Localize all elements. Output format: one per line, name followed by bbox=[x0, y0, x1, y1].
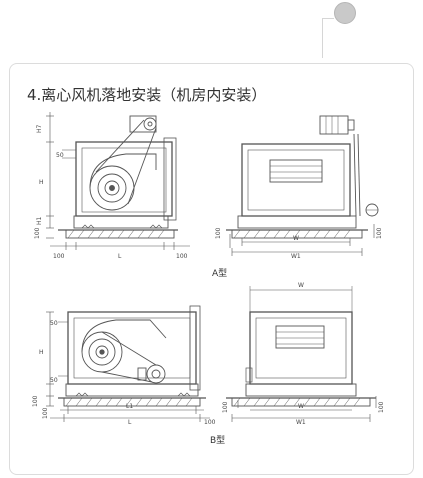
type-b-side-view bbox=[46, 305, 210, 422]
dim-label: H7 bbox=[36, 124, 43, 133]
decorative-line bbox=[322, 18, 334, 19]
dim-label: 100 bbox=[204, 419, 216, 426]
dim-label: 100 bbox=[32, 395, 39, 407]
type-b-label: B型 bbox=[210, 435, 225, 446]
decorative-circle bbox=[334, 2, 356, 24]
dim-label: W bbox=[298, 282, 304, 289]
type-b-front-view bbox=[226, 286, 377, 422]
dim-label: H1 bbox=[36, 216, 43, 225]
dim-label: W bbox=[293, 235, 299, 242]
type-a-label: A型 bbox=[212, 268, 227, 279]
dim-label: 100 bbox=[53, 253, 65, 260]
dim-label: 100 bbox=[42, 407, 49, 419]
decorative-line bbox=[322, 18, 323, 58]
fan-installation-drawing: H7 50 H H1 100 100 L 100 bbox=[32, 112, 385, 446]
dim-label: 100 bbox=[376, 227, 383, 239]
dim-label: L bbox=[128, 419, 132, 426]
dim-label: W1 bbox=[296, 419, 306, 426]
dim-label: 50 bbox=[50, 320, 58, 327]
section-heading: 4.离心风机落地安装（机房内安装） bbox=[27, 86, 267, 104]
dim-label: 100 bbox=[215, 227, 222, 239]
dim-label: 50 bbox=[50, 377, 58, 384]
dim-label: 100 bbox=[34, 227, 41, 239]
dim-label: W bbox=[298, 403, 304, 410]
dim-label: 100 bbox=[378, 401, 385, 413]
dim-label: H bbox=[39, 349, 44, 356]
dim-label: W1 bbox=[291, 253, 301, 260]
dim-label: L bbox=[118, 253, 122, 260]
dim-label: 50 bbox=[56, 152, 64, 159]
dim-label: H bbox=[39, 179, 44, 186]
type-a-front-view bbox=[226, 115, 379, 256]
type-a-side-view bbox=[46, 112, 190, 250]
dim-label: 100 bbox=[222, 401, 229, 413]
dim-label: L1 bbox=[126, 403, 133, 410]
dim-label: 100 bbox=[176, 253, 188, 260]
